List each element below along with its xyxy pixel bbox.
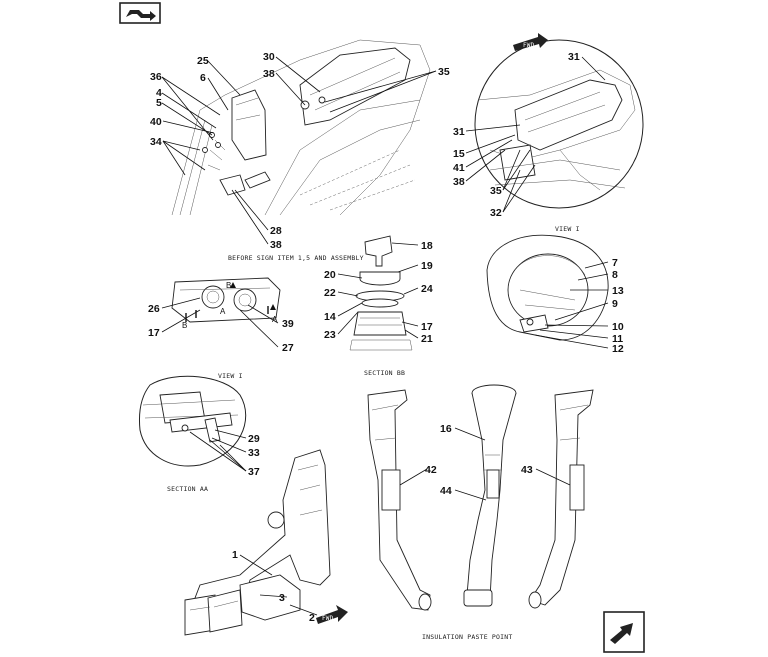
letter-a2: A <box>272 315 278 324</box>
callout-39: 39 <box>282 318 294 330</box>
main-duct-assembly: FWD <box>184 449 348 636</box>
callout-18: 18 <box>421 240 433 252</box>
callout-32: 32 <box>490 207 502 219</box>
callout-30: 30 <box>263 51 275 63</box>
fwd-arrow-top: FWD <box>513 33 548 51</box>
leaders-knob <box>161 297 279 348</box>
callout-13: 13 <box>612 285 624 297</box>
book-arrow-icon[interactable] <box>119 2 161 24</box>
fwd-arrow-bottom: FWD <box>316 605 348 624</box>
callout-7: 7 <box>612 257 618 269</box>
caption-view-i-top: VIEW I <box>555 225 580 233</box>
callout-43: 43 <box>521 464 533 476</box>
callout-38-c: 38 <box>453 176 465 188</box>
caption-insulation: INSULATION PASTE POINT <box>422 633 513 641</box>
callout-8: 8 <box>612 269 618 281</box>
callout-41: 41 <box>453 162 465 174</box>
callout-44: 44 <box>440 485 452 497</box>
callout-5: 5 <box>156 97 162 109</box>
callout-1: 1 <box>232 549 238 561</box>
callout-26: 26 <box>148 303 160 315</box>
callout-23: 23 <box>324 329 336 341</box>
circular-detail-lower-left <box>139 375 247 467</box>
callout-40: 40 <box>150 116 162 128</box>
callout-12: 12 <box>612 343 624 355</box>
callout-28: 28 <box>270 225 282 237</box>
callout-33: 33 <box>248 447 260 459</box>
letter-b2: B <box>182 321 187 330</box>
caption-section-bb: SECTION BB <box>364 369 405 377</box>
callout-38-a: 38 <box>263 68 275 80</box>
callout-37: 37 <box>248 466 260 478</box>
callout-2: 2 <box>309 612 315 624</box>
callout-labels: 25 6 36 4 5 40 34 30 38 35 28 38 31 31 1… <box>148 51 624 624</box>
callout-25: 25 <box>197 55 209 67</box>
cab-pillar-assembly <box>171 39 431 216</box>
leaders-bowl <box>534 261 609 349</box>
callout-4: 4 <box>156 87 162 99</box>
letter-b1: B <box>226 281 231 290</box>
callout-21: 21 <box>421 333 433 345</box>
duct-right <box>528 389 594 609</box>
duct-center <box>463 384 517 607</box>
circular-detail-top-right: FWD <box>474 33 644 209</box>
caption-section-aa: SECTION AA <box>167 485 208 493</box>
callout-35-b: 35 <box>490 185 502 197</box>
callout-6: 6 <box>200 72 206 84</box>
caption-view-i-left: VIEW I <box>218 372 243 380</box>
next-page-arrow-icon[interactable] <box>603 611 645 653</box>
leaders-main-duct <box>239 554 318 616</box>
callout-16: 16 <box>440 423 452 435</box>
leaders-ducts <box>399 427 571 501</box>
callout-29: 29 <box>248 433 260 445</box>
letter-a1: A <box>220 307 226 316</box>
callout-42: 42 <box>425 464 437 476</box>
leaders-top-right <box>465 56 606 213</box>
callout-15: 15 <box>453 148 465 160</box>
callout-17-b: 17 <box>148 327 160 339</box>
svg-text:FWD: FWD <box>322 615 334 622</box>
callout-38-b: 38 <box>270 239 282 251</box>
callout-3: 3 <box>279 592 285 604</box>
callout-20: 20 <box>324 269 336 281</box>
leaders-center <box>337 242 419 339</box>
callout-35-a: 35 <box>438 66 450 78</box>
callout-27: 27 <box>282 342 294 354</box>
callout-34: 34 <box>150 136 162 148</box>
center-stack <box>349 235 413 351</box>
leaders-top-center <box>161 56 437 245</box>
callout-19: 19 <box>421 260 433 272</box>
callout-14: 14 <box>324 311 336 323</box>
callout-11: 11 <box>612 333 623 345</box>
callout-31-b: 31 <box>453 126 465 138</box>
callout-17-a: 17 <box>421 321 433 333</box>
caption-before-sign: BEFORE SIGN ITEM 1,5 AND ASSEMBLY <box>228 254 364 262</box>
callout-9: 9 <box>612 298 618 310</box>
callout-22: 22 <box>324 287 336 299</box>
callout-31-a: 31 <box>568 51 580 63</box>
callout-24: 24 <box>421 283 433 295</box>
leaders-lower-left <box>189 429 247 472</box>
svg-text:FWD: FWD <box>523 42 535 49</box>
duct-left <box>367 389 432 611</box>
callout-10: 10 <box>612 321 624 333</box>
callout-36: 36 <box>150 71 162 83</box>
duct-bowl <box>486 234 609 341</box>
